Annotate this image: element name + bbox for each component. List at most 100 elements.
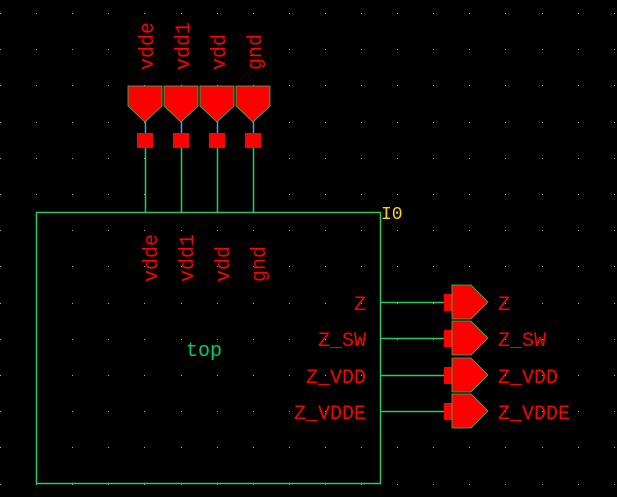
- grid-dot: [361, 266, 362, 267]
- grid-dot: [72, 375, 73, 376]
- grid-dot: [325, 158, 326, 159]
- grid-dot: [181, 13, 182, 14]
- grid-dot: [578, 339, 579, 340]
- grid-dot: [542, 339, 543, 340]
- grid-dot: [325, 122, 326, 123]
- grid-dot: [433, 230, 434, 231]
- output-pin[interactable]: Z_SW: [380, 320, 546, 356]
- grid-dot: [217, 266, 218, 267]
- output-pin-shape[interactable]: [451, 320, 489, 356]
- output-pin-shape[interactable]: [451, 284, 489, 320]
- grid-dot: [325, 85, 326, 86]
- grid-dot: [289, 49, 290, 50]
- instance-pin-label: Z_SW: [318, 330, 366, 353]
- output-pin[interactable]: Z_VDDE: [380, 393, 570, 429]
- grid-dot: [542, 194, 543, 195]
- grid-dot: [217, 49, 218, 50]
- grid-dot: [0, 13, 1, 14]
- grid-dot: [505, 411, 506, 412]
- input-pin-shape[interactable]: [199, 85, 235, 123]
- grid-dot: [614, 85, 615, 86]
- grid-dot: [361, 411, 362, 412]
- grid-dot: [469, 13, 470, 14]
- grid-dot: [181, 49, 182, 50]
- input-pin[interactable]: vdde: [127, 22, 163, 212]
- grid-dot: [469, 158, 470, 159]
- grid-dot: [361, 230, 362, 231]
- grid-dot: [578, 194, 579, 195]
- grid-dot: [469, 85, 470, 86]
- grid-dot: [181, 447, 182, 448]
- input-pin[interactable]: vdd1: [163, 22, 199, 212]
- grid-dots: [0, 13, 615, 485]
- grid-dot: [108, 447, 109, 448]
- grid-dot: [614, 13, 615, 14]
- grid-dot: [469, 484, 470, 485]
- grid-dot: [72, 303, 73, 304]
- grid-dot: [144, 13, 145, 14]
- output-pin-shape[interactable]: [451, 393, 489, 429]
- grid-dot: [0, 230, 1, 231]
- grid-dot: [542, 266, 543, 267]
- grid-dot: [289, 375, 290, 376]
- grid-dot: [433, 303, 434, 304]
- grid-dot: [578, 484, 579, 485]
- grid-dot: [253, 49, 254, 50]
- grid-dot: [289, 13, 290, 14]
- grid-dot: [469, 194, 470, 195]
- grid-dot: [578, 411, 579, 412]
- grid-dot: [72, 266, 73, 267]
- grid-dot: [325, 303, 326, 304]
- grid-dot: [0, 122, 1, 123]
- grid-dot: [505, 375, 506, 376]
- grid-dot: [325, 447, 326, 448]
- grid-dot: [397, 85, 398, 86]
- grid-dot: [542, 411, 543, 412]
- instance-pin-label: vdd1: [177, 234, 200, 282]
- grid-dot: [72, 194, 73, 195]
- input-pin-shape[interactable]: [163, 85, 199, 123]
- grid-dot: [181, 230, 182, 231]
- grid-dot: [289, 303, 290, 304]
- pin-connector: [444, 403, 453, 420]
- input-pin[interactable]: vdd: [199, 34, 235, 212]
- grid-dot: [614, 158, 615, 159]
- input-pin-label: vdd: [209, 34, 232, 70]
- grid-dot: [289, 484, 290, 485]
- grid-dot: [578, 158, 579, 159]
- input-pin-shape[interactable]: [235, 85, 271, 123]
- output-pin-shape[interactable]: [451, 357, 489, 393]
- grid-dot: [505, 13, 506, 14]
- instance-pin-label: gnd: [249, 246, 272, 282]
- grid-dot: [36, 85, 37, 86]
- pin-connector: [209, 133, 225, 148]
- grid-dot: [181, 339, 182, 340]
- grid-dot: [0, 303, 1, 304]
- grid-dot: [433, 13, 434, 14]
- grid-dot: [397, 266, 398, 267]
- instance-pin-label: Z_VDDE: [294, 403, 366, 426]
- output-pin-label: Z_VDD: [498, 367, 558, 390]
- grid-dot: [144, 303, 145, 304]
- grid-dot: [289, 411, 290, 412]
- grid-dot: [217, 411, 218, 412]
- grid-dot: [253, 484, 254, 485]
- output-pin[interactable]: Z_VDD: [380, 357, 558, 393]
- grid-dot: [108, 194, 109, 195]
- input-pin-shape[interactable]: [127, 85, 163, 123]
- output-pin[interactable]: Z: [380, 284, 510, 320]
- grid-dot: [217, 85, 218, 86]
- grid-dot: [578, 122, 579, 123]
- grid-dot: [72, 339, 73, 340]
- input-pin[interactable]: gnd: [235, 34, 271, 212]
- grid-dot: [72, 230, 73, 231]
- grid-dot: [614, 375, 615, 376]
- grid-dot: [181, 375, 182, 376]
- instance-pin-label: vdde: [141, 234, 164, 282]
- grid-dot: [361, 85, 362, 86]
- grid-dot: [289, 230, 290, 231]
- grid-dot: [217, 484, 218, 485]
- grid-dot: [0, 484, 1, 485]
- instance-box[interactable]: [35, 211, 382, 485]
